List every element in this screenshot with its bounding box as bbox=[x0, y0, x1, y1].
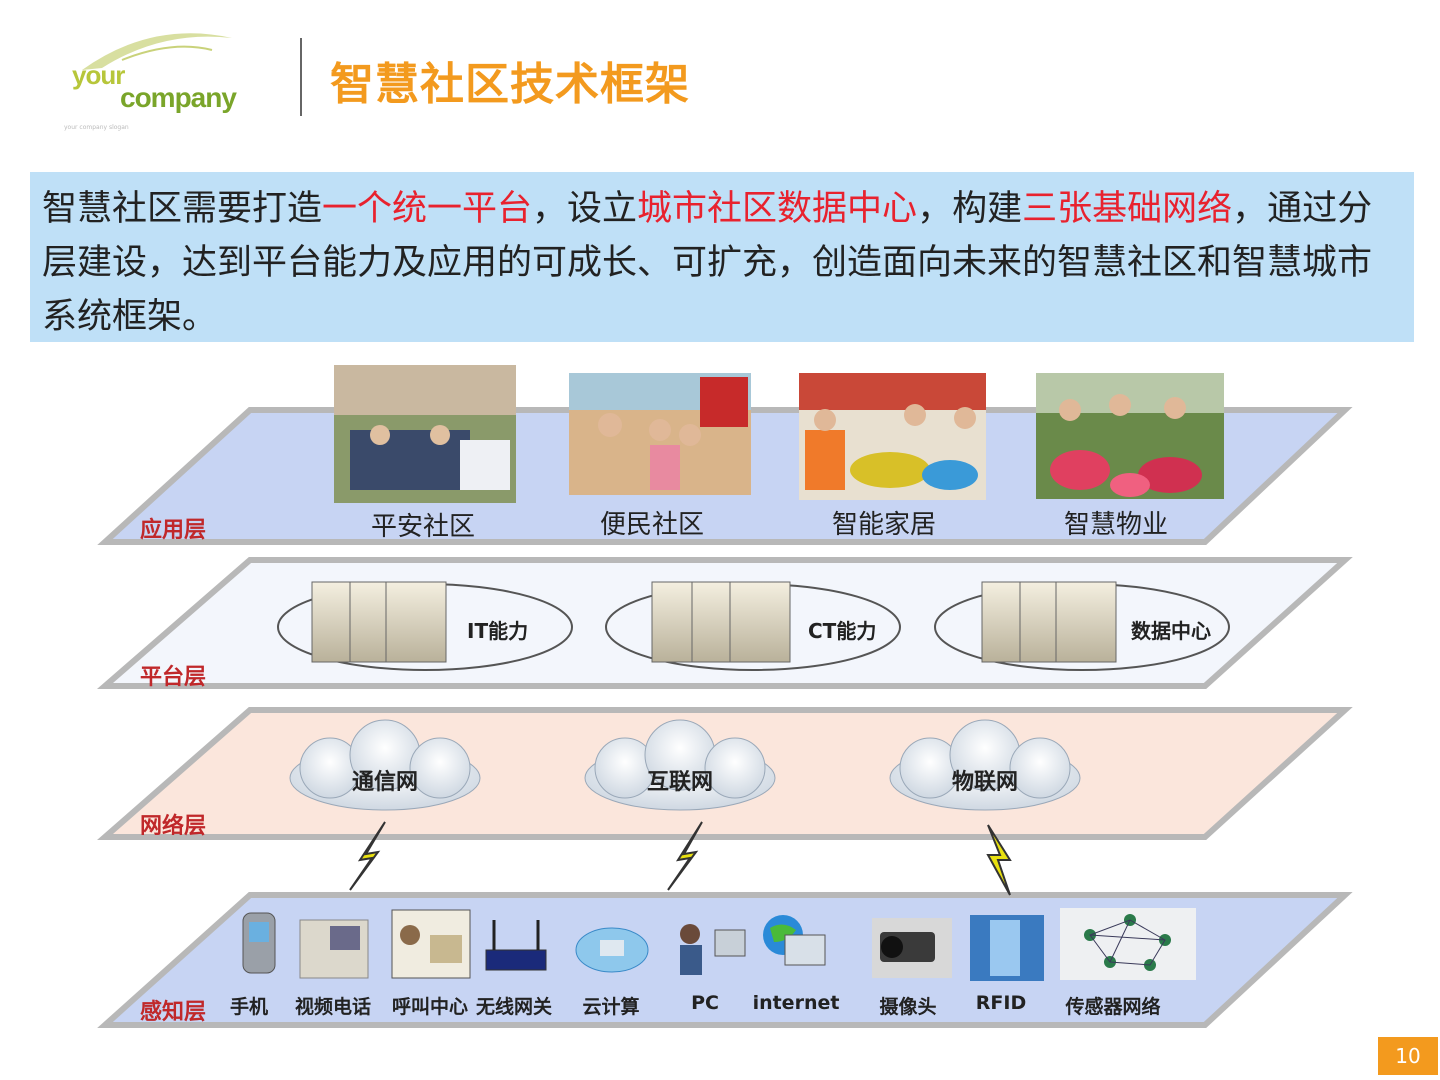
application-layer-label: 应用层 bbox=[140, 518, 207, 543]
network-label-internet: 互联网 bbox=[646, 770, 713, 795]
community-safety-photo bbox=[334, 365, 516, 503]
layer-diagram bbox=[96, 365, 1353, 1028]
intro-text: ，通过分层建设，达到平台能力及应用的可成长、可扩充，创造面向未来的智慧社区和智慧… bbox=[42, 189, 1373, 337]
app-caption-smart-property: 智慧物业 bbox=[1063, 510, 1168, 540]
it-capability-cluster bbox=[277, 581, 573, 671]
intro-text: ，设立 bbox=[532, 189, 638, 229]
cloud-icon bbox=[584, 719, 776, 811]
platform-label-datacenter: 数据中心 bbox=[1131, 619, 1211, 643]
intro-textbox: 智慧社区需要打造一个统一平台，设立城市社区数据中心，构建三张基础网络，通过分层建… bbox=[30, 172, 1414, 342]
logo-slogan: your company slogan bbox=[64, 124, 129, 131]
data-center-cluster bbox=[934, 581, 1230, 671]
app-caption-smart-home: 智能家居 bbox=[831, 510, 936, 540]
app-caption-safe-community: 平安社区 bbox=[370, 512, 475, 542]
device-label-wireless-gateway: 无线网关 bbox=[475, 996, 552, 1018]
internet-globe-icon bbox=[763, 915, 826, 966]
logo-text-your: your bbox=[72, 60, 125, 90]
intro-highlight-datacenter: 城市社区数据中心 bbox=[637, 189, 918, 229]
wireless-gateway-icon bbox=[485, 920, 547, 971]
device-label-cloud-computing: 云计算 bbox=[582, 996, 640, 1018]
camera-icon bbox=[872, 918, 952, 978]
app-caption-convenience-community: 便民社区 bbox=[599, 510, 704, 540]
video-phone-icon bbox=[299, 919, 369, 979]
cloud-icon bbox=[289, 719, 481, 811]
logo-text-company: company bbox=[120, 82, 237, 113]
network-label-iot: 物联网 bbox=[951, 770, 1018, 795]
device-label-call-center: 呼叫中心 bbox=[391, 996, 468, 1018]
mobile-phone-icon bbox=[242, 912, 276, 974]
device-label-pc: PC bbox=[691, 992, 719, 1014]
device-label-internet: internet bbox=[752, 992, 840, 1014]
lightning-bolt-icon bbox=[986, 824, 1012, 896]
sensor-network-icon bbox=[1060, 908, 1196, 980]
platform-label-ct: CT能力 bbox=[808, 619, 877, 643]
page-title: 智慧社区技术框架 bbox=[330, 59, 690, 110]
device-label-video-phone: 视频电话 bbox=[294, 996, 371, 1018]
platform-layer-label: 平台层 bbox=[140, 665, 207, 690]
page-number: 10 bbox=[1378, 1037, 1438, 1075]
intro-text: ，构建 bbox=[917, 189, 1023, 229]
intro-text: 智慧社区需要打造 bbox=[42, 189, 323, 229]
intro-highlight-networks: 三张基础网络 bbox=[1022, 189, 1233, 229]
device-label-phone: 手机 bbox=[229, 996, 268, 1018]
company-logo-swoosh bbox=[82, 33, 232, 70]
rfid-icon bbox=[970, 915, 1044, 981]
smart-home-photo bbox=[799, 373, 986, 500]
intro-paragraph: 智慧社区需要打造一个统一平台，设立城市社区数据中心，构建三张基础网络，通过分层建… bbox=[42, 182, 1402, 344]
cloud-icon bbox=[889, 719, 1081, 811]
ct-capability-cluster bbox=[605, 581, 901, 671]
network-layer-label: 网络层 bbox=[140, 814, 207, 839]
convenience-community-photo bbox=[569, 373, 751, 495]
platform-label-it: IT能力 bbox=[467, 619, 529, 643]
pc-icon bbox=[680, 924, 746, 975]
smart-property-photo bbox=[1036, 373, 1224, 499]
lightning-bolt-icon bbox=[349, 821, 386, 891]
header-divider bbox=[300, 38, 302, 116]
cloud-computing-icon bbox=[575, 927, 649, 973]
device-label-sensor-network: 传感器网络 bbox=[1065, 996, 1161, 1018]
device-label-camera: 摄像头 bbox=[879, 996, 937, 1018]
perception-layer-label: 感知层 bbox=[140, 1000, 207, 1025]
network-label-telecom: 通信网 bbox=[351, 770, 418, 795]
device-label-rfid: RFID bbox=[975, 992, 1027, 1014]
lightning-bolt-icon bbox=[667, 821, 703, 891]
intro-highlight-platform: 一个统一平台 bbox=[322, 189, 533, 229]
call-center-icon bbox=[391, 909, 471, 979]
